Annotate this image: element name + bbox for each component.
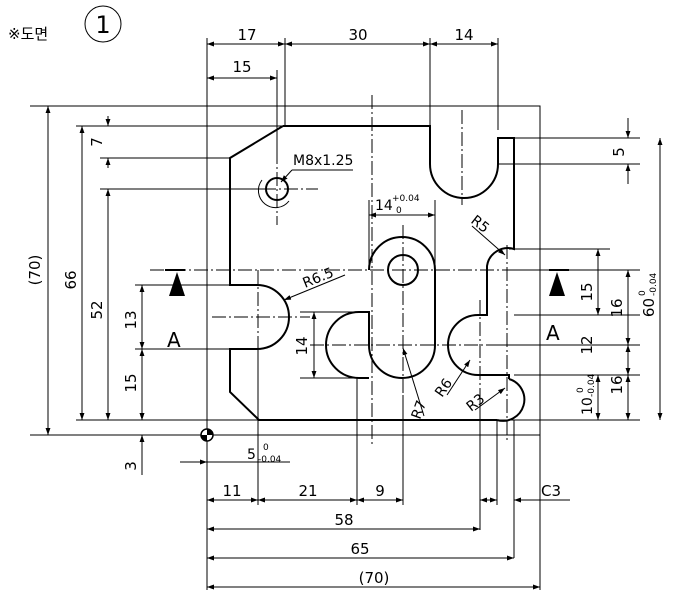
dim-60-tolerance: 60 0 -0.04 xyxy=(638,272,659,317)
svg-text:14: 14 xyxy=(375,198,393,214)
svg-text:0: 0 xyxy=(396,206,402,216)
svg-text:5: 5 xyxy=(247,447,256,463)
dim-11: 11 xyxy=(222,482,241,500)
dim-16-lower-right: 16 xyxy=(608,375,626,394)
radius-r7: R7 xyxy=(409,398,430,421)
dim-5-bottom-tolerance: 5 0 -0.04 xyxy=(247,443,282,465)
dim-66: 66 xyxy=(62,270,80,289)
svg-text:10: 10 xyxy=(580,397,596,415)
svg-text:+0.04: +0.04 xyxy=(392,194,420,204)
dim-10-tolerance: 10 0 -0.04 xyxy=(576,373,597,415)
extension-lines xyxy=(30,38,640,590)
drawing-title: ※도면 xyxy=(8,25,48,43)
dim-17: 17 xyxy=(237,26,256,44)
slot-profile xyxy=(325,236,436,379)
dim-15-top: 15 xyxy=(232,58,251,76)
svg-text:60: 60 xyxy=(640,298,658,317)
svg-text:-0.04: -0.04 xyxy=(258,455,282,465)
datum-origin-marker xyxy=(200,428,214,442)
sheet-number-circle xyxy=(84,5,122,43)
dim-12-right: 12 xyxy=(578,335,596,354)
section-label-left: A xyxy=(167,328,181,352)
svg-text:-0.04: -0.04 xyxy=(587,373,597,397)
dim-16-upper-right: 16 xyxy=(608,298,626,317)
leader-lines xyxy=(280,169,506,417)
section-label-right: A xyxy=(546,321,560,345)
dim-14-left: 14 xyxy=(293,336,311,355)
dim-15-left: 15 xyxy=(122,373,140,392)
radius-r5: R5 xyxy=(468,213,493,237)
svg-text:0: 0 xyxy=(638,290,648,296)
section-arrows xyxy=(165,269,569,296)
dim-7: 7 xyxy=(88,137,106,147)
dim-52: 52 xyxy=(88,300,106,319)
thread-callout: M8x1.25 xyxy=(293,153,353,169)
dim-65: 65 xyxy=(350,540,369,558)
dim-70-left: (70) xyxy=(26,255,44,286)
dim-70-bottom: (70) xyxy=(359,569,390,587)
dimension-texts: 17 30 14 15 (70) 66 52 7 13 15 14 3 5 15… xyxy=(26,26,659,587)
svg-text:0: 0 xyxy=(263,443,269,453)
radius-r6-5: R6.5 xyxy=(301,265,337,292)
svg-text:-0.04: -0.04 xyxy=(649,272,659,296)
dim-c3: C3 xyxy=(541,482,561,500)
dim-14-top: 14 xyxy=(454,26,473,44)
sheet-number: 1 xyxy=(95,11,110,39)
dim-13: 13 xyxy=(122,310,140,329)
dim-9: 9 xyxy=(375,482,385,500)
radius-r3: R3 xyxy=(464,391,489,415)
dim-15-right: 15 xyxy=(578,282,596,301)
tapped-hole-thread xyxy=(257,179,290,209)
dimension-lines xyxy=(45,41,663,590)
dim-5-right: 5 xyxy=(610,147,628,157)
dim-58: 58 xyxy=(334,511,353,529)
dim-3: 3 xyxy=(122,461,140,471)
dim-21: 21 xyxy=(298,482,317,500)
part-profile xyxy=(229,125,526,422)
svg-text:0: 0 xyxy=(576,387,586,393)
dim-30: 30 xyxy=(348,26,367,44)
radius-r6: R6 xyxy=(432,376,456,401)
dim-14-slot-tolerance: 14 +0.04 0 xyxy=(375,194,420,216)
